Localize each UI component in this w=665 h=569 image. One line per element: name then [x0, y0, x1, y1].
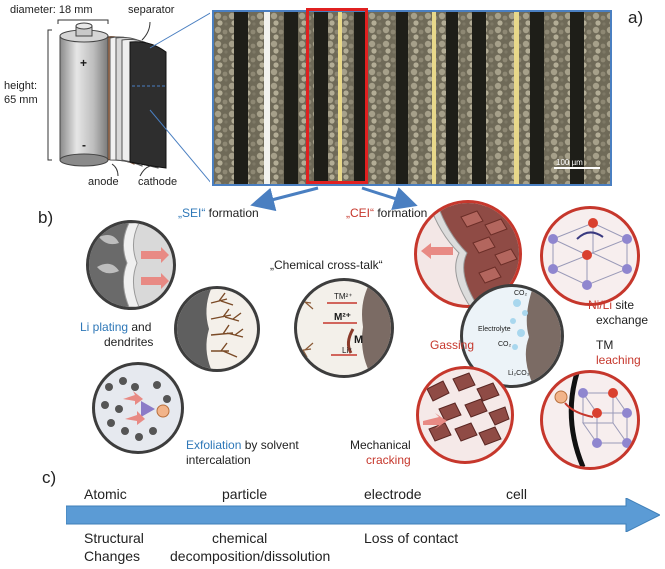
- effect-structural-line1: Structural: [84, 530, 144, 546]
- gassing-label: Gassing: [430, 338, 475, 352]
- tm-leaching-circle: [540, 370, 640, 470]
- cei-highlight: „CEI“: [346, 206, 374, 220]
- li-plating-highlight: Li plating: [80, 320, 129, 334]
- cell-minus-terminal: -: [82, 138, 86, 152]
- effect-loss-of-contact: Loss of contact: [364, 530, 459, 546]
- scale-electrode: electrode: [364, 486, 422, 502]
- diameter-label: diameter: 18 mm: [10, 4, 93, 16]
- sei-formation-label: „SEI“ formation: [178, 206, 259, 220]
- m-label: M: [354, 334, 364, 346]
- scale-particle: particle: [222, 486, 268, 502]
- panel-b-label: b): [38, 208, 54, 227]
- scale-timeline-arrow: [66, 498, 660, 532]
- scale-bar-label: 100 µm: [556, 158, 583, 167]
- scale-cell: cell: [506, 486, 528, 502]
- cracking-label: cracking: [366, 453, 411, 467]
- electrode-sheets: [99, 36, 167, 169]
- sei-rest: formation: [205, 206, 259, 220]
- gassing-electrolyte: Electrolyte: [478, 326, 511, 333]
- effect-chemical-line2: decomposition/dissolution: [170, 548, 331, 564]
- ni-li-exchange-label: Ni/Li site: [588, 298, 634, 312]
- ni-li-rest: site: [612, 298, 635, 312]
- separator-label: separator: [128, 4, 175, 16]
- li-plating-circle: [174, 286, 260, 372]
- cell-can: [59, 22, 109, 167]
- effect-structural-line2: Changes: [84, 548, 141, 564]
- effect-chemical-line1: chemical: [212, 530, 268, 546]
- mechanical-cracking-circle: [416, 366, 514, 464]
- exfoliation-highlight: Exfoliation: [186, 438, 242, 452]
- tm-label: TM: [596, 338, 614, 352]
- cross-talk-circle: [294, 278, 394, 378]
- panel-c-label: c): [42, 468, 57, 487]
- panel-a-label: a): [628, 8, 644, 27]
- leaching-label: leaching: [596, 353, 641, 367]
- gassing-li2co3: Li₂CO₃: [508, 370, 530, 377]
- exfoliation-circle: [92, 362, 184, 454]
- exfoliation-rest: by solvent: [241, 438, 299, 452]
- li-plating-label: Li plating and: [80, 320, 151, 334]
- scale-atomic: Atomic: [84, 486, 127, 502]
- ni-li-highlight: Ni/Li: [588, 298, 613, 312]
- m-ion-label: M²⁺: [334, 312, 351, 323]
- anode-label: anode: [88, 176, 119, 188]
- height-label-line1: height:: [4, 80, 38, 92]
- electrode-cross-section-micrograph: [212, 10, 612, 186]
- chemical-cross-talk-label: „Chemical cross-talk“: [270, 258, 383, 272]
- gassing-co2-top: CO₂: [514, 290, 528, 297]
- exfoliation-label: Exfoliation by solvent: [186, 438, 299, 452]
- tm-ion-label: TM²⁺: [334, 292, 353, 301]
- cei-rest: formation: [374, 206, 428, 220]
- exchange-label: exchange: [596, 313, 649, 327]
- cei-formation-label: „CEI“ formation: [346, 206, 427, 220]
- li-ion-label: Li⁺: [342, 346, 353, 355]
- highlight-frame: [306, 8, 368, 184]
- sei-formation-circle: [86, 220, 176, 310]
- gassing-co2-mid: CO₂: [498, 341, 512, 348]
- sei-highlight: „SEI“: [178, 206, 206, 220]
- height-label-line2: 65 mm: [4, 94, 38, 106]
- zoom-arrows: [250, 186, 418, 212]
- dendrites-label: dendrites: [104, 335, 154, 349]
- intercalation-label: intercalation: [186, 453, 251, 467]
- cathode-label: cathode: [138, 176, 178, 188]
- mechanical-label: Mechanical: [350, 438, 411, 452]
- cylindrical-cell-diagram: [47, 12, 210, 183]
- ni-li-exchange-circle: [540, 206, 640, 306]
- cell-plus-terminal: +: [80, 56, 88, 70]
- li-plating-rest: and: [128, 320, 152, 334]
